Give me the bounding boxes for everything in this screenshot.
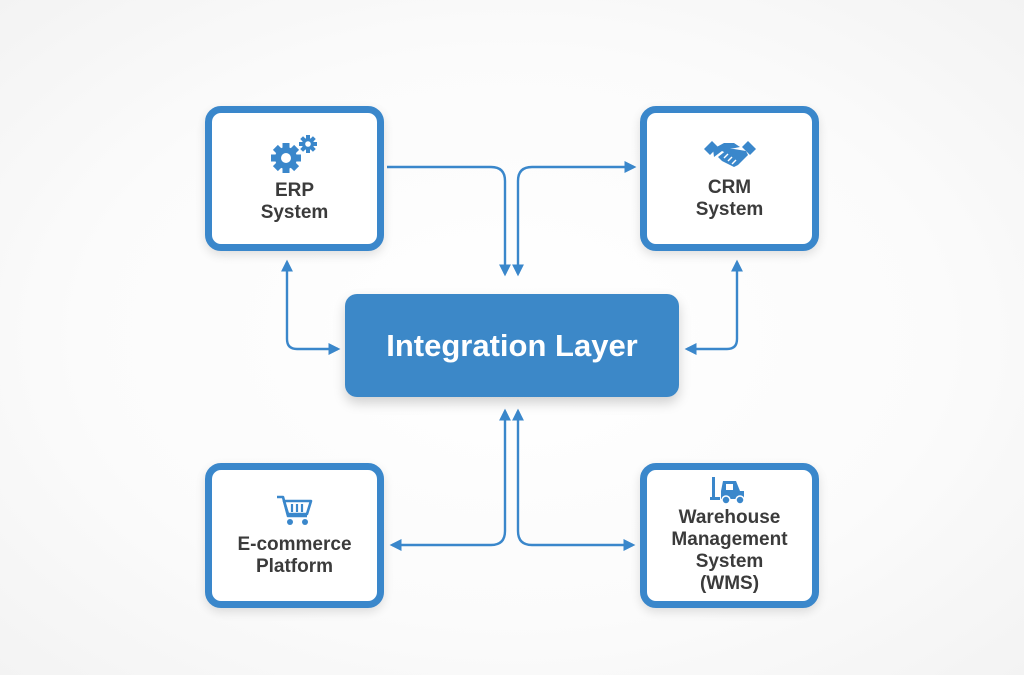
erp-label-line1: ERP [274, 179, 315, 201]
erp-label-line2: System [260, 201, 329, 223]
wms-label-line2: Management [671, 528, 788, 550]
ecommerce-label-line2: Platform [255, 555, 334, 577]
integration-layer-label: Integration Layer [386, 327, 638, 363]
crm-label-line1: CRM [707, 176, 752, 198]
arrow-erp-integration-bidirectional [281, 259, 341, 355]
shopping-cart-icon [276, 495, 312, 525]
arrow-integration-to-ecommerce [389, 408, 511, 551]
wms-label-line4: (WMS) [699, 572, 760, 594]
gears-icon [270, 134, 317, 173]
arrow-crm-integration-bidirectional [684, 259, 743, 355]
arrow-integration-to-wms [512, 408, 636, 551]
crm-system-node[interactable]: CRM System [640, 106, 819, 251]
arrow-integration-to-crm [512, 161, 637, 277]
integration-layer-hub[interactable]: Integration Layer [345, 294, 679, 397]
forklift-icon [709, 476, 745, 505]
wms-label-line1: Warehouse [678, 506, 781, 528]
wms-node[interactable]: Warehouse Management System (WMS) [640, 463, 819, 608]
handshake-icon [703, 140, 756, 167]
arrow-erp-to-integration [387, 165, 511, 277]
ecommerce-platform-node[interactable]: E-commerce Platform [205, 463, 384, 608]
wms-label-line3: System [695, 550, 764, 572]
erp-system-node[interactable]: ERP System [205, 106, 384, 251]
ecommerce-label-line1: E-commerce [237, 533, 352, 555]
crm-label-line2: System [695, 198, 764, 220]
